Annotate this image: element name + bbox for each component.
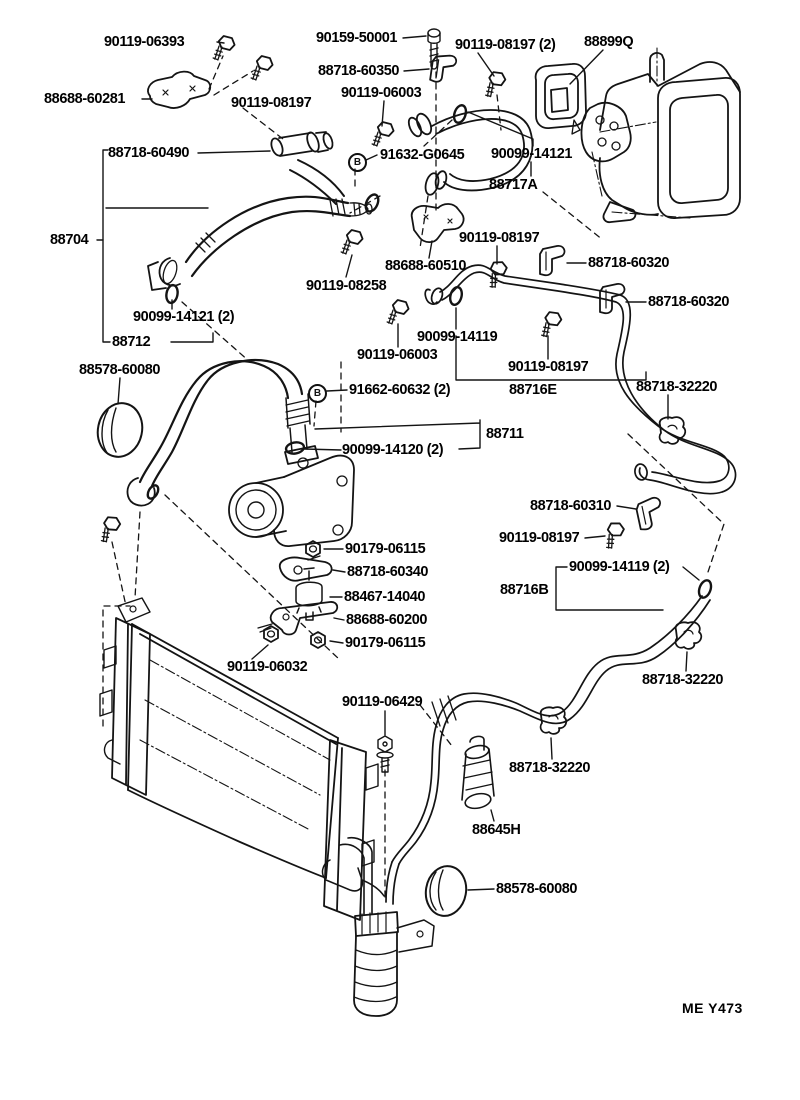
bolt-icon bbox=[382, 296, 412, 329]
bolt-90119-06429-drawing bbox=[377, 736, 393, 772]
grommet-drawing bbox=[422, 863, 470, 919]
label-88718-32220-b: 88718-32220 bbox=[642, 672, 724, 688]
label-90119-06003-a: 90119-06003 bbox=[341, 85, 422, 101]
label-90099-14121-2: 90099-14121 (2) bbox=[133, 309, 235, 325]
clamp-icon bbox=[674, 621, 703, 650]
pipe-88716b-drawing bbox=[386, 596, 710, 904]
fitting-88718-60490-drawing bbox=[269, 131, 334, 157]
hose-88704-drawing bbox=[148, 160, 372, 290]
label-88704: 88704 bbox=[50, 232, 89, 248]
oring-icon bbox=[362, 191, 382, 215]
pipe-88717a-drawing bbox=[406, 110, 532, 196]
grommet-drawing bbox=[93, 399, 147, 461]
condenser-pipes-drawing bbox=[340, 838, 372, 914]
label-90099-14119: 90099-14119 bbox=[417, 329, 498, 345]
label-88718-60350: 88718-60350 bbox=[318, 63, 400, 79]
label-88467-14040: 88467-14040 bbox=[344, 589, 426, 605]
receiver-drier-drawing bbox=[354, 912, 434, 1016]
label-88718-32220-c: 88718-32220 bbox=[509, 760, 591, 776]
label-90119-08197-b: 90119-08197 bbox=[459, 230, 540, 246]
label-88718-60310: 88718-60310 bbox=[530, 498, 612, 514]
bolt-icon bbox=[536, 308, 565, 341]
label-88716b: 88716B bbox=[500, 582, 549, 598]
bolt-icon bbox=[95, 513, 123, 546]
oring-icon bbox=[695, 577, 715, 601]
label-88711: 88711 bbox=[486, 426, 524, 442]
clamp-icon bbox=[539, 245, 566, 277]
label-90179-06115-a: 90179-06115 bbox=[345, 541, 426, 557]
label-90099-14120-2: 90099-14120 (2) bbox=[342, 442, 444, 458]
label-90119-06429: 90119-06429 bbox=[342, 694, 423, 710]
label-91662-60632-2: 91662-60632 (2) bbox=[349, 382, 451, 398]
circled-b-marker: B bbox=[348, 153, 367, 172]
evaporator-unit-drawing bbox=[581, 48, 740, 222]
bolt-icon bbox=[246, 52, 276, 85]
label-88578-60080-a: 88578-60080 bbox=[79, 362, 161, 378]
label-90179-06115-b: 90179-06115 bbox=[345, 635, 426, 651]
label-88717a: 88717A bbox=[489, 177, 538, 193]
compressor-drawing bbox=[229, 394, 354, 546]
oring-icon bbox=[144, 482, 162, 502]
label-90119-06032: 90119-06032 bbox=[227, 659, 308, 675]
bracket-88688-60200-drawing bbox=[258, 602, 337, 635]
label-88712: 88712 bbox=[112, 334, 151, 350]
label-90119-06003-b: 90119-06003 bbox=[357, 347, 438, 363]
label-88718-60340: 88718-60340 bbox=[347, 564, 429, 580]
leader-lines bbox=[97, 36, 699, 890]
label-90099-14119-2: 90099-14119 (2) bbox=[569, 559, 670, 575]
dashed-projection-lines bbox=[103, 56, 724, 900]
clamp-icon bbox=[634, 495, 666, 532]
hose-88711-drawing bbox=[127, 360, 302, 505]
stud-90159-50001-drawing bbox=[428, 29, 440, 69]
gasket-plate-drawing bbox=[536, 64, 586, 134]
label-88718-32220-a: 88718-32220 bbox=[636, 379, 718, 395]
bolt-icon bbox=[336, 226, 366, 259]
label-88718-60320-b: 88718-60320 bbox=[648, 294, 730, 310]
bolt-icon bbox=[480, 68, 509, 101]
bracket-88688-60281-drawing bbox=[148, 72, 210, 108]
label-88578-60080-b: 88578-60080 bbox=[496, 881, 578, 897]
bracket-88688-60510-drawing bbox=[412, 204, 464, 242]
label-88688-60200: 88688-60200 bbox=[346, 612, 428, 628]
condenser-drawing bbox=[100, 598, 384, 920]
label-88688-60281: 88688-60281 bbox=[44, 91, 126, 107]
label-88688-60510: 88688-60510 bbox=[385, 258, 467, 274]
label-88645h: 88645H bbox=[472, 822, 521, 838]
label-90099-14121: 90099-14121 bbox=[491, 146, 573, 162]
label-90119-08197-c: 90119-08197 bbox=[508, 359, 589, 375]
clamp-88718-60340-drawing bbox=[280, 556, 332, 581]
label-91632-g0645: 91632-G0645 bbox=[380, 147, 465, 163]
label-90119-06393: 90119-06393 bbox=[104, 34, 185, 50]
sensor-88645h-drawing bbox=[462, 736, 494, 810]
label-90159-50001: 90159-50001 bbox=[316, 30, 398, 46]
circled-b-marker: B bbox=[308, 384, 327, 403]
label-88718-60320-a: 88718-60320 bbox=[588, 255, 670, 271]
label-88718-60490: 88718-60490 bbox=[108, 145, 190, 161]
label-88716e: 88716E bbox=[509, 382, 557, 398]
label-90119-08197-2: 90119-08197 (2) bbox=[455, 37, 556, 53]
label-90119-08197-d: 90119-08197 bbox=[499, 530, 580, 546]
label-90119-08197-a: 90119-08197 bbox=[231, 95, 312, 111]
bolt-icon bbox=[208, 32, 238, 65]
label-88899q: 88899Q bbox=[584, 34, 634, 50]
label-90119-08258: 90119-08258 bbox=[306, 278, 387, 294]
drawing-code: ME Y473 bbox=[682, 1000, 743, 1016]
